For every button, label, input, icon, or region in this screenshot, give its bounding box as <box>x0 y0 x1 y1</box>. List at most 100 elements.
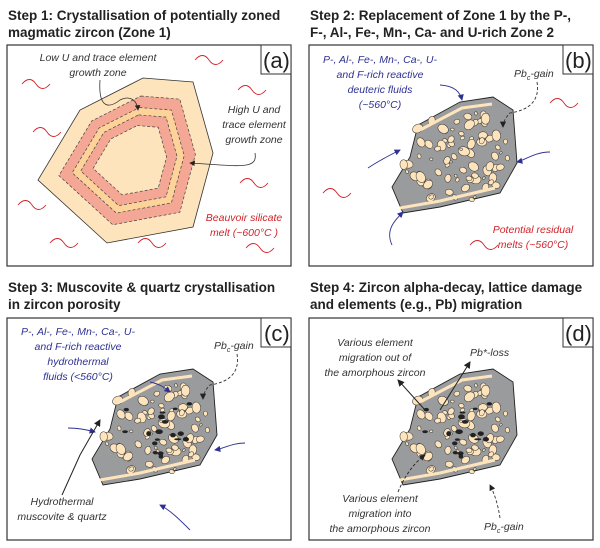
zircon-relict <box>495 416 501 423</box>
svg-text:(a): (a) <box>263 48 290 73</box>
zircon-relict <box>505 155 510 161</box>
zircon-relict <box>99 431 108 442</box>
muscovite-quartz <box>154 438 160 441</box>
muscovite-quartz <box>158 414 165 420</box>
panel-d-tag: (d) <box>562 317 594 348</box>
zircon-relict <box>464 391 475 403</box>
melt-wavy-lines <box>17 55 275 253</box>
muscovite-quartz <box>155 429 163 435</box>
muscovite-quartz <box>423 407 429 412</box>
zircon-relict <box>423 180 433 190</box>
melt-wave <box>469 240 499 250</box>
pb-loss-arrow <box>439 361 471 411</box>
svg-text:Step 2: Replacement of Zone 1: Step 2: Replacement of Zone 1 by the P-, <box>310 8 571 23</box>
zircon-relict <box>123 452 133 462</box>
zircon-relict <box>460 135 465 141</box>
zircon-relict <box>145 460 154 468</box>
melt-wave <box>549 98 579 108</box>
melt-label: Beauvoir silicate melt (~600°C ) <box>206 212 283 239</box>
melt-wave <box>239 178 269 188</box>
zircon-relict <box>482 448 486 452</box>
svg-text:growth zone: growth zone <box>69 67 126 79</box>
zircon-relict <box>466 138 476 150</box>
low-zone-label: Low U and trace element growth zone <box>40 52 158 79</box>
zircon-rim-relict <box>419 102 493 132</box>
high-zone-label: High U and trace element growth zone <box>222 104 287 146</box>
muscovite-quartz <box>461 419 469 424</box>
zircon-relict <box>195 435 205 443</box>
muscovite-quartz <box>177 431 184 436</box>
zircon-relict <box>416 409 426 420</box>
muscovite-quartz <box>470 432 476 438</box>
muscovite-quartz <box>146 431 152 437</box>
zircon-relict <box>417 153 422 159</box>
migration-in-label: Various element migration into the amorp… <box>330 493 431 535</box>
zircon-relict <box>437 123 449 134</box>
zircon-relict <box>203 410 208 417</box>
melt-wave <box>49 238 79 248</box>
melt-wave <box>17 200 47 210</box>
zircon-relict <box>499 151 503 155</box>
fluids-label: P-, Al-, Fe-, Mn-, Ca-, U- and F-rich re… <box>21 326 135 383</box>
zircon-relict <box>182 448 186 452</box>
zircon-relict <box>134 417 142 424</box>
zircon-relict <box>405 169 409 174</box>
svg-text:(d): (d) <box>565 321 592 346</box>
pbc-gain-label: Pbc-gain <box>514 68 554 82</box>
svg-text:hydrothermal: hydrothermal <box>47 356 109 368</box>
zircon-relict <box>464 119 475 131</box>
zircon-relict <box>134 440 142 449</box>
muscovite-quartz <box>457 451 464 456</box>
zircon-relict <box>429 429 434 433</box>
zircon-relict <box>434 168 442 177</box>
zircon-relict <box>444 446 452 455</box>
zircon-relict <box>495 144 501 151</box>
svg-text:(~560°C): (~560°C) <box>359 99 401 111</box>
panel-b-tag: (b) <box>562 44 594 75</box>
muscovite-quartz <box>455 429 463 435</box>
zircon-relict <box>474 383 478 388</box>
panel-d-title: Step 4: Zircon alpha-decay, lattice dama… <box>310 280 583 312</box>
melt-wave <box>21 79 51 89</box>
high-zone-arrow <box>189 152 256 167</box>
muscovite-quartz <box>170 432 176 438</box>
zircon-relict <box>481 112 491 125</box>
zircon-rim-relict <box>119 374 193 404</box>
svg-text:Various element: Various element <box>342 493 419 505</box>
zircon-relict <box>191 423 199 433</box>
zircon-relict <box>447 135 455 144</box>
muscovite-quartz <box>172 407 178 411</box>
zircon-relict <box>488 451 494 458</box>
zircon-relict <box>459 438 467 446</box>
zircon-relict <box>466 410 476 422</box>
svg-text:migration into: migration into <box>348 508 411 520</box>
zircon-relict <box>399 431 408 442</box>
svg-text:(b): (b) <box>565 48 592 73</box>
zircon-relict <box>445 188 454 196</box>
zircon-relict <box>451 153 458 160</box>
panel-c-title: Step 3: Muscovite & quartz crystallisati… <box>8 280 275 312</box>
zircon-relict <box>417 425 422 431</box>
zircon-relict <box>128 466 135 472</box>
svg-text:migration out of: migration out of <box>339 352 412 364</box>
pbc-gain-label: Pbc-gain <box>214 340 254 354</box>
muscovite-quartz <box>459 411 466 414</box>
svg-text:melts (~560°C): melts (~560°C) <box>498 239 568 251</box>
svg-text:and F-rich reactive: and F-rich reactive <box>35 341 122 353</box>
zircon-relict <box>153 446 158 450</box>
muscovite-quartz <box>174 438 182 441</box>
zircon-relict <box>455 177 460 183</box>
zircon-relict <box>434 417 442 424</box>
zircon-relict <box>471 444 479 451</box>
zircon-relict <box>465 175 473 181</box>
svg-text:Potential residual: Potential residual <box>493 224 574 236</box>
zircon-relict <box>195 416 201 423</box>
zircon-rim-relict <box>419 374 493 404</box>
zircon-relict <box>459 166 467 174</box>
zircon-relict <box>165 447 173 453</box>
zircon-relict <box>471 172 479 179</box>
svg-text:Step 4: Zircon alpha-decay, la: Step 4: Zircon alpha-decay, lattice dama… <box>310 280 583 295</box>
muscovite-quartz <box>446 431 452 437</box>
fluid-arrow <box>439 84 464 101</box>
zircon-relict <box>445 460 454 468</box>
